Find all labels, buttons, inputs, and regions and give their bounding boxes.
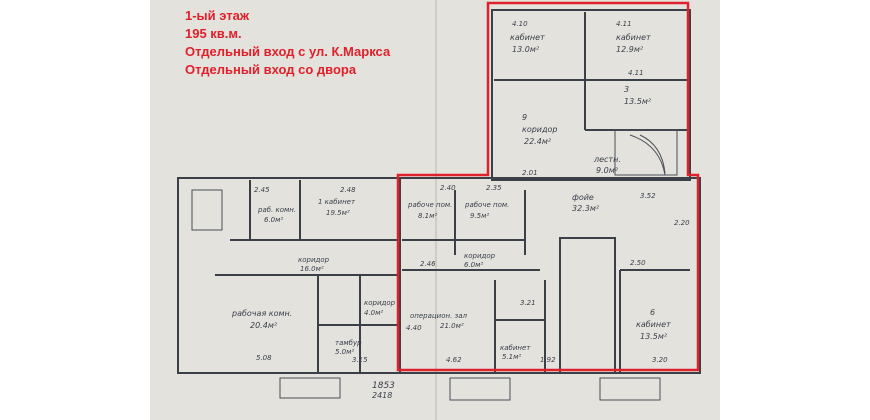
room-3-num: 3 (624, 85, 629, 94)
dim-label: 3.21 (520, 299, 536, 307)
wall-left-block (177, 177, 401, 374)
room-12-area: 16.0м² (300, 265, 324, 273)
entrance-yard-label: Отдельный вход со двора (185, 62, 357, 77)
wall-void (559, 237, 616, 374)
room-9-area: 22.4м² (524, 137, 552, 146)
dim-label: 2.46 (420, 260, 436, 268)
room-2-name: кабинет (616, 33, 651, 42)
room-1-dim: 4.10 (512, 20, 528, 28)
room-23-name: операцион. зал (410, 312, 468, 320)
room-22-area: 4.0м² (364, 309, 383, 317)
room-3-dim: 4.11 (628, 69, 644, 77)
room-24-name: кабинет (500, 344, 531, 352)
dim-label: 2.35 (486, 184, 502, 192)
room-8-area: 9.0м² (596, 166, 619, 175)
room-11-name: рабоче пом. (407, 201, 452, 209)
room-9-name: коридор (522, 125, 558, 134)
dim-label: 4.40 (406, 324, 422, 332)
stair-curve (629, 134, 666, 176)
room-11-area: 8.1м² (418, 212, 437, 220)
room-23-area: 21.0м² (440, 322, 464, 330)
room-22-name: коридор (364, 299, 396, 307)
room-20-name: тамбур (335, 339, 362, 347)
room-10-name: рабоче пом. (464, 201, 509, 209)
room-1-area: 13.0м² (512, 45, 540, 54)
stamp-code: 1853 (372, 381, 395, 391)
entrance-steps-2 (449, 377, 511, 401)
room-13-name: раб. комн. (257, 206, 296, 214)
room-4-name: фойе (572, 193, 594, 202)
rental-area-outline (396, 1, 700, 372)
room-3-area: 13.5м² (624, 97, 652, 106)
entrance-street-label: Отдельный вход с ул. К.Маркса (185, 44, 391, 59)
dim-label: 4.62 (446, 356, 462, 364)
room-13-area: 6.0м² (264, 216, 283, 224)
room-2-dim: 4.11 (616, 20, 632, 28)
wall-north-wing (491, 9, 691, 181)
dim-label: 2.45 (254, 186, 270, 194)
room-20-area: 5.0м² (335, 348, 354, 356)
dim-label: 5.08 (256, 354, 272, 362)
room-6-name: кабинет (636, 320, 671, 329)
dim-label: 2.50 (630, 259, 646, 267)
room-1-name: кабинет (510, 33, 545, 42)
dim-label: 2.48 (340, 186, 356, 194)
room-14-name: 1 кабинет (318, 198, 356, 206)
room-19-area: 20.4м² (250, 321, 278, 330)
room-12-name: коридор (298, 256, 330, 264)
room-6-num: 6 (650, 308, 655, 317)
dim-label: 2.20 (674, 219, 690, 227)
room-6-area: 13.5м² (640, 332, 668, 341)
floor-label: 1-ый этаж (185, 8, 250, 23)
room-4-1-area: 6.0м² (464, 261, 483, 269)
entrance-steps (279, 377, 341, 399)
room-14-area: 19.5м² (326, 209, 350, 217)
room-9-num: 9 (522, 113, 527, 122)
stair-block (614, 129, 678, 176)
entrance-steps-3 (599, 377, 661, 401)
room-19-name: рабочая комн. (231, 309, 292, 318)
room-2-area: 12.9м² (616, 45, 644, 54)
dim-label: 3.20 (652, 356, 668, 364)
paper-fold (435, 0, 437, 420)
stamp-sub: 2418 (372, 391, 392, 400)
area-label: 195 кв.м. (185, 26, 242, 41)
room-4-1-name: коридор (464, 252, 496, 260)
room-24-area: 5.1м² (502, 353, 521, 361)
dim-label: 2.01 (522, 169, 538, 177)
room-8-name: лестн. (593, 155, 621, 164)
dim-label: 3.52 (640, 192, 656, 200)
dim-label: 2.40 (440, 184, 456, 192)
wc-block (191, 189, 223, 231)
dim-label: 3.15 (352, 356, 368, 364)
room-10-area: 9.5м² (470, 212, 489, 220)
room-4-area: 32.3м² (572, 204, 600, 213)
dim-label: 1.92 (540, 356, 556, 364)
